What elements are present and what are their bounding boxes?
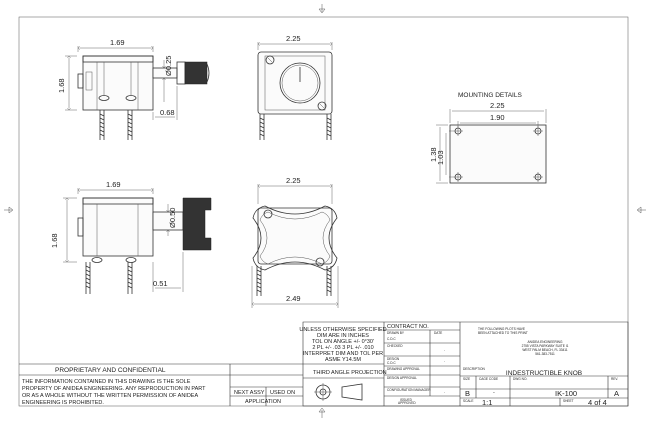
contract-no-label: CONTRACT NO. [387,324,429,330]
mounting-details-title: MOUNTING DETAILS [458,92,522,99]
screw-front-bottom-right-icon [315,257,325,267]
dim-front-top-width: 2.25 [286,34,301,43]
cage-code-value: - [493,390,495,396]
sheet-label: SHEET [563,399,574,403]
checked-label: CHECKED [387,344,403,348]
projection-label: THIRD ANGLE PROJECTION [313,370,387,376]
scale-label: SCALE [463,399,473,403]
dim-side-top-diameter: Ø0.25 [164,56,173,76]
company-name: ANIDEA ENGINEERING [528,340,563,344]
thread-front-right-icon [326,114,332,140]
checked-date-dash: - [444,348,445,352]
dim-side-top-width: 1.69 [110,38,125,47]
parts-note-1: THE FOLLOWING PLOTS HAVE [478,327,525,331]
mounting-plate [436,109,547,184]
tolerance-line-6: ASME Y14.5M [325,357,361,363]
cage-code-label: CAGE CODE [479,377,498,381]
drawing-approval-label: DRAWING APPROVAL [387,367,420,371]
dwg-no-value: IK-100 [555,389,577,398]
drawn-by-label: DRAWN BY [387,331,405,335]
issued-sub-label: APPROVED [398,401,416,405]
application-label: APPLICATION [245,399,281,405]
thread-front-bottom-right-icon [326,266,332,296]
dim-front-bottom-width-top: 2.25 [286,176,301,185]
front-view-bottom [251,184,339,308]
dim-side-top-offset: 0.68 [160,108,175,117]
used-on-label: USED ON [270,390,295,396]
config-date-dash: - [444,390,445,394]
thread-left-icon [99,110,105,140]
screw-top-left-icon [265,55,275,65]
scale-value: 1:1 [482,398,492,407]
title-block-grid [19,321,629,407]
thread-bottom-right-icon [127,262,133,294]
third-angle-projection-icon [314,383,363,401]
right-center-arrow-icon [636,206,646,214]
config-manager-label: CONFIGURATION MANAGER [387,388,431,392]
parts-note-2: BEEN ATTACHED TO THIS PRINT [478,331,528,335]
company-phone: 561-383-7511 [535,352,555,356]
tolerance-line-5: INTERPRET DIM AND TOL PER [303,351,383,357]
dim-side-top-height: 1.68 [57,78,66,93]
dim-mounting-inner-width: 1.90 [490,113,505,122]
dim-mounting-outer-height: 1.38 [429,147,438,162]
company-address-1: 2755 VISTA PARKWAY SUITE I1 [522,344,569,348]
proprietary-heading: PROPRIETARY AND CONFIDENTIAL [55,367,166,374]
side-view-bottom [63,188,212,294]
bottom-center-arrow-icon [318,407,326,418]
design-label: DESIGN [387,357,400,361]
size-label: SIZE [463,377,470,381]
company-address-2: WEST PALM BEACH, FL 33411 [522,348,567,352]
side-view-top [65,46,210,140]
design-date-dash: - [444,359,445,363]
proprietary-notice-4: ENGINEERING IS PROHIBITED. [22,400,104,406]
dim-mounting-outer-width: 2.25 [490,101,505,110]
rev-label: REV. [611,377,618,381]
proprietary-notice-2: PROPERTY OF ANIDEA ENGINEERING. ANY REPR… [22,386,206,392]
issued-label: ISSUED [400,398,413,402]
date-label: DATE [434,331,442,335]
dim-side-bottom-diameter: Ø0.50 [168,208,177,228]
sheet-value: 4 of 4 [588,398,607,407]
tolerance-line-4: 2 PL +/- .03 3 PL +/- .010 [312,345,373,351]
thread-front-bottom-left-icon [256,266,262,296]
proprietary-notice-3: OR AS A WHOLE WITHOUT THE WRITTEN PERMIS… [22,393,198,399]
design-value: C.D.C [387,361,396,365]
tolerance-line-1: UNLESS OTHERWISE SPECIFIED [299,327,386,333]
front-view-top [257,42,333,140]
dim-front-bottom-width-bottom: 2.49 [286,294,301,303]
description-label: DESCRIPTION [463,367,485,371]
dim-side-bottom-width: 1.69 [106,180,121,189]
next-assy-label: NEXT ASSY [234,390,265,396]
proprietary-notice-1: THE INFORMATION CONTAINED IN THIS DRAWIN… [22,379,191,385]
thread-front-left-icon [259,114,265,140]
dwg-no-label: DWG NO. [513,377,527,381]
part-description: INDESTRUCTIBLE KNOB [506,370,582,377]
dim-side-bottom-offset: 0.51 [153,279,168,288]
tolerance-line-2: DIM ARE IN INCHES [317,333,369,339]
size-value: B [465,389,470,398]
edge-center-marks [4,4,646,418]
dim-mounting-inner-height: 1.03 [436,150,445,165]
dim-side-bottom-height: 1.68 [50,233,59,248]
rev-value: A [614,389,619,398]
thread-right-icon [127,110,133,140]
screw-front-bottom-left-icon [263,209,273,219]
left-center-arrow-icon [4,206,14,214]
screw-bottom-right-icon [317,101,327,111]
top-center-arrow-icon [318,4,326,14]
drawn-by-value: C.D.C [387,337,396,341]
thread-bottom-left-icon [85,262,91,294]
tolerance-line-3: TOL ON ANGLE +/- 0°30' [312,339,374,345]
design-approval-label: DESIGN APPROVAL [387,376,417,380]
